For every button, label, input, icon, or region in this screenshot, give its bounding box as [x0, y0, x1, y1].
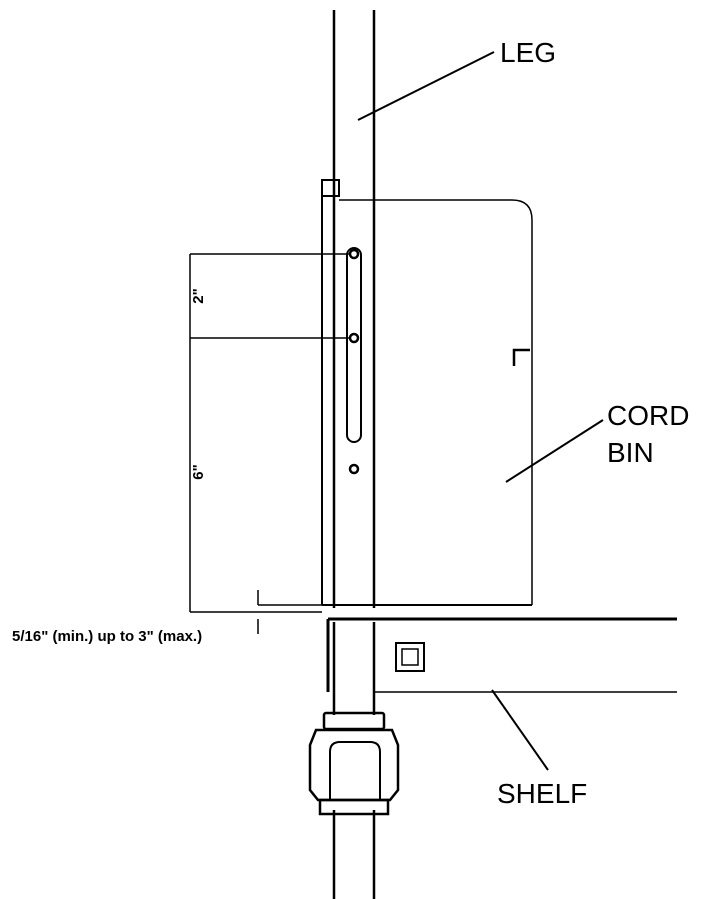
dimension-2in-label: 2" [190, 288, 207, 303]
leg [321, 10, 376, 899]
middle-hole [348, 332, 360, 344]
dimension-lines [189, 253, 350, 634]
shelf [326, 617, 677, 693]
lower-hole [348, 463, 360, 475]
cord-bin-label-line1: CORD [607, 400, 689, 431]
cord-bin [321, 196, 533, 606]
upper-hole [348, 248, 360, 260]
dimension-gap-label: 5/16" (min.) up to 3" (max.) [12, 628, 202, 645]
callout-leaders [357, 51, 604, 771]
leg-label: LEG [500, 37, 556, 68]
shelf-label: SHELF [497, 778, 587, 809]
dimension-6in-label: 6" [190, 464, 207, 479]
cord-bin-label-line2: BIN [607, 437, 654, 468]
caster [308, 711, 400, 816]
